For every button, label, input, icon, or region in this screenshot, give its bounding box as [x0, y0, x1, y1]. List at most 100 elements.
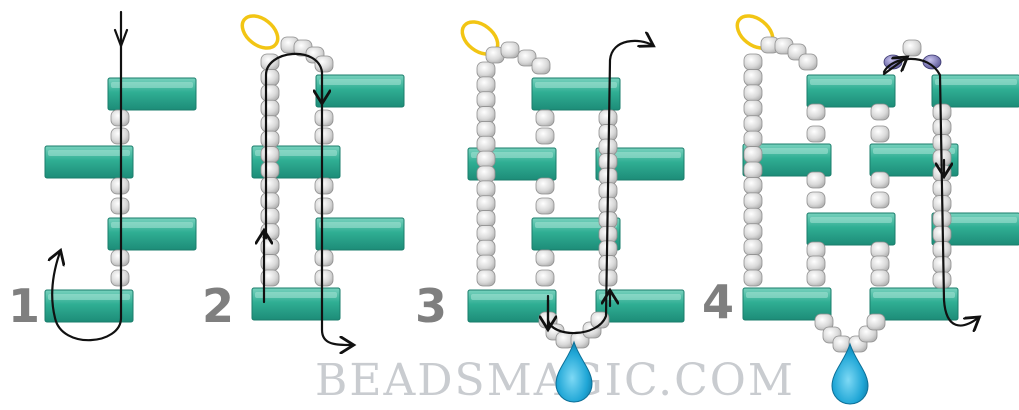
- seed-bead: [314, 197, 334, 215]
- seed-bead: [260, 84, 280, 102]
- seed-bead: [476, 239, 496, 257]
- bugle-bead: [44, 289, 134, 323]
- seed-bead: [260, 192, 280, 210]
- step-number-2: 2: [202, 279, 234, 333]
- seed-bead: [743, 53, 763, 71]
- seed-bead: [806, 171, 826, 189]
- seed-bead: [743, 207, 763, 225]
- seed-bead: [870, 191, 890, 209]
- seed-bead: [743, 161, 763, 179]
- seed-bead: [476, 225, 496, 242]
- bugle-bead: [467, 289, 557, 323]
- seed-bead: [260, 269, 280, 287]
- seed-bead: [932, 271, 952, 289]
- seed-bead: [476, 91, 496, 109]
- seed-bead: [476, 121, 496, 138]
- bugle-bead: [531, 77, 621, 111]
- bugle-bead: [531, 217, 621, 251]
- seed-bead: [260, 161, 280, 179]
- bugle-bead: [315, 74, 405, 108]
- seed-bead: [260, 146, 280, 163]
- seed-bead: [806, 269, 826, 287]
- seed-bead: [260, 177, 280, 194]
- seed-bead: [476, 150, 496, 168]
- drop-bead: [831, 342, 869, 405]
- seed-bead: [743, 177, 763, 194]
- accent-bead: [922, 54, 942, 70]
- seed-bead: [743, 269, 763, 287]
- seed-bead: [866, 313, 886, 331]
- seed-bead: [870, 103, 890, 121]
- thread-path: [882, 58, 906, 76]
- seed-bead: [314, 177, 334, 195]
- seed-bead: [743, 254, 763, 271]
- seed-bead: [870, 171, 890, 189]
- seed-bead: [743, 99, 763, 117]
- seed-bead: [314, 109, 334, 127]
- seed-bead: [932, 103, 952, 121]
- seed-bead: [476, 254, 496, 272]
- drop-bead: [555, 340, 593, 403]
- seed-bead: [260, 115, 280, 133]
- seed-bead: [598, 269, 618, 287]
- bugle-bead: [107, 217, 197, 251]
- bugle-bead: [742, 143, 832, 177]
- seed-bead: [743, 223, 763, 241]
- seed-bead: [743, 115, 763, 133]
- seed-bead: [535, 249, 555, 267]
- seed-bead: [500, 41, 520, 59]
- bugle-bead: [869, 287, 959, 321]
- seed-bead: [590, 311, 610, 329]
- seed-bead: [902, 39, 922, 57]
- seed-bead: [260, 69, 280, 86]
- seed-bead: [743, 238, 763, 256]
- seed-bead: [743, 130, 763, 148]
- seed-bead: [535, 269, 555, 287]
- bugle-bead: [742, 287, 832, 321]
- thread-path: [264, 52, 352, 345]
- seed-bead: [806, 191, 826, 209]
- seed-bead: [743, 84, 763, 102]
- seed-bead: [870, 125, 890, 143]
- seed-bead: [798, 53, 818, 71]
- seed-bead: [476, 106, 496, 123]
- thread-path: [113, 28, 129, 48]
- bugle-bead: [315, 217, 405, 251]
- seed-bead: [476, 195, 496, 213]
- seed-bead: [870, 269, 890, 287]
- bugle-bead: [107, 77, 197, 111]
- seed-bead: [932, 256, 952, 274]
- needle-eye-icon: [240, 14, 280, 50]
- seed-bead: [314, 269, 334, 287]
- seed-bead: [314, 249, 334, 267]
- bugle-bead: [806, 212, 896, 246]
- seed-bead: [531, 57, 551, 75]
- seed-bead: [314, 55, 334, 73]
- seed-bead: [535, 127, 555, 145]
- seed-bead: [535, 109, 555, 127]
- seed-bead: [476, 180, 496, 198]
- seed-bead: [260, 207, 280, 225]
- seed-bead: [260, 53, 280, 71]
- seed-bead: [806, 125, 826, 143]
- seed-bead: [806, 103, 826, 121]
- seed-bead: [314, 127, 334, 145]
- seed-bead: [476, 210, 496, 227]
- bugle-bead: [931, 74, 1019, 108]
- seed-bead: [476, 61, 496, 79]
- step-number-4: 4: [702, 275, 734, 329]
- seed-bead: [535, 177, 555, 195]
- bugle-bead: [806, 74, 896, 108]
- bugle-bead: [931, 212, 1019, 246]
- step-number-3: 3: [415, 279, 447, 333]
- step-number-1: 1: [8, 279, 40, 333]
- seed-bead: [476, 165, 496, 183]
- seed-bead: [476, 76, 496, 94]
- bugle-bead: [595, 147, 685, 181]
- seed-bead: [743, 69, 763, 86]
- bugle-bead: [44, 145, 134, 179]
- seed-bead: [260, 130, 280, 148]
- seed-bead: [476, 135, 496, 153]
- seed-bead: [743, 192, 763, 210]
